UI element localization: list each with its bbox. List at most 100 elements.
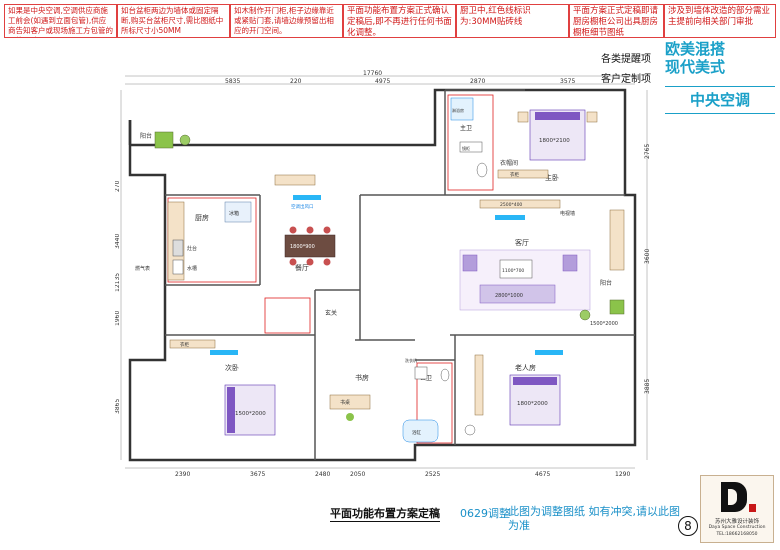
dining-chair-6: [323, 258, 331, 266]
note-final-plan: 平面功能布置方案正式确认定稿后,即不再进行任何书面化调整。: [343, 4, 456, 38]
note-cabinet-company: 平面方案正式定稿即请厨房橱柜公司出具厨房橱柜细节图纸: [569, 4, 664, 38]
dim-bottom-0: 2390: [175, 471, 190, 478]
company-logo: 苏州大雅设计装饰 Daya Space Construction TEL:186…: [700, 475, 774, 543]
ac-outlet-1: [293, 195, 321, 200]
dining-chair-3: [323, 226, 331, 234]
room-balcony-north: 阳台: [140, 132, 152, 140]
plan-title: 平面功能布置方案定稿: [330, 507, 440, 522]
dining-sideboard: [274, 174, 316, 186]
kitchen-sink: [172, 259, 184, 275]
interior-walls: [165, 89, 635, 460]
living-armchair-1: [462, 254, 478, 272]
logo-phone: TEL:18662168050: [716, 532, 758, 537]
bedroom2-wardrobe: [169, 339, 216, 349]
style-line2: 现代美式: [665, 58, 726, 76]
dim-right-2: 3885: [644, 379, 651, 394]
dim-bottom-6: 1290: [615, 471, 630, 478]
page-number: 8: [678, 516, 698, 536]
gas-meter-label: 燃气表: [135, 265, 150, 272]
dim-left-4: 3865: [115, 399, 121, 414]
master-wardrobe-label: 衣柜: [510, 171, 519, 178]
dining-chair-2: [306, 226, 314, 234]
note-tile-line: 厨卫中,红色线标识为:30MM贴砖线: [456, 4, 569, 38]
dim-bottom-2: 2480: [315, 471, 330, 478]
dim-left-2: 12135: [115, 273, 121, 292]
bed4-label: 1500*2000: [590, 321, 618, 327]
tile-lines: [167, 94, 494, 444]
dining-table: [284, 234, 336, 258]
room-wardrobe: 衣帽间: [500, 159, 518, 167]
dim-bottom-3: 2050: [350, 471, 365, 478]
study-chair: [346, 413, 354, 421]
living-armchair-2: [562, 254, 578, 272]
kitchen-sink-label: 水槽: [187, 265, 197, 272]
master-bed-pillows: [535, 112, 580, 120]
kitchen-fridge: [224, 201, 252, 223]
dining-chair-1: [289, 226, 297, 234]
study-desk-label: 书桌: [340, 399, 350, 406]
public-toilet: [440, 368, 450, 382]
bedroom3-bed-label: 1800*2000: [517, 401, 548, 407]
ac-label: 中央空调: [665, 86, 775, 114]
public-bathtub: [402, 419, 439, 443]
note-basin-cabinet: 如台盆柜两边为墙体或固定隔断,购买台盆柜尺寸,需比图纸中所标尺寸小50MM: [117, 4, 230, 38]
dim-left-0: 270: [115, 180, 121, 192]
study-desk: [329, 394, 371, 410]
dim-right-0: 2765: [644, 144, 651, 159]
living-plant: [579, 309, 591, 321]
bedroom2-bed-pillows: [227, 387, 235, 433]
style-title: 欧美混搭 现代美式: [665, 40, 775, 76]
ac-outlet-label: 空调出风口: [291, 203, 314, 210]
dim-bottom-1: 3675: [250, 471, 265, 478]
bedroom2-bed-label: 1500*2000: [235, 411, 266, 417]
public-washer: [414, 366, 428, 380]
logo-company-name: 苏州大雅设计装饰: [714, 519, 759, 525]
dim-top-2: 4975: [375, 78, 390, 85]
dimension-lines: [120, 75, 648, 469]
master-basin: [459, 141, 483, 153]
balcony-plant: [179, 134, 191, 146]
dim-left-3: 1960: [115, 311, 121, 326]
kitchen-fridge-label: 冰箱: [229, 210, 239, 217]
master-bed-label: 1800*2100: [539, 138, 570, 144]
revision-label: 0629调整: [460, 507, 510, 520]
room-entrance: 玄关: [325, 309, 337, 317]
dim-bottom-5: 4675: [535, 471, 550, 478]
room-kitchen: 厨房: [195, 213, 209, 222]
kitchen-stove: [172, 239, 184, 257]
room-dining: 餐厅: [295, 263, 309, 272]
living-tv-cabinet: [479, 199, 561, 209]
bedroom3-bed-pillows: [513, 377, 557, 385]
balcony-chair: [154, 131, 174, 149]
dim-total: 17760: [363, 70, 382, 77]
public-washer-label: 洗衣机: [405, 357, 417, 363]
room-balcony-south: 阳台: [600, 279, 612, 287]
room-study: 书房: [355, 373, 369, 382]
dining-chair-4: [289, 258, 297, 266]
living-sofa: [479, 284, 556, 304]
ac-outlet-4: [535, 350, 563, 355]
balcony-south-stand: [609, 299, 625, 315]
master-nightstand-1: [517, 111, 529, 123]
dining-chair-5: [306, 258, 314, 266]
living-coffee-table: [499, 259, 533, 279]
logo-mark-icon: [721, 482, 747, 512]
living-tv-wall-label: 电视墙: [560, 210, 575, 217]
tag-custom: 客户定制项: [601, 74, 651, 85]
tag-reminder: 各类提醒项: [601, 54, 651, 65]
living-sofa-label: 2800*1000: [495, 293, 523, 299]
dim-top-0: 5835: [225, 78, 240, 85]
dim-bottom-4: 2525: [425, 471, 440, 478]
public-bathtub-label: 浴缸: [412, 429, 421, 436]
balcony-south-cabinet: [609, 209, 625, 271]
style-line1: 欧美混搭: [665, 40, 726, 58]
bedroom3-lamp: [464, 424, 476, 436]
dim-top-3: 2870: [470, 78, 485, 85]
note-door-space: 如木制作开门柜,柜子边缘靠近或紧贴门套,请墙边缘预留出相应的开门空间。: [230, 4, 343, 38]
floor-plan: 17760 5835 220 4975 2870 3575 2390 3675 …: [115, 70, 651, 478]
ac-outlet-3: [210, 350, 238, 355]
dim-top-4: 3575: [560, 78, 575, 85]
kitchen-stove-label: 灶台: [187, 245, 197, 252]
room-living: 客厅: [515, 238, 529, 247]
living-tv-cabinet-label: 2500*400: [500, 202, 522, 208]
